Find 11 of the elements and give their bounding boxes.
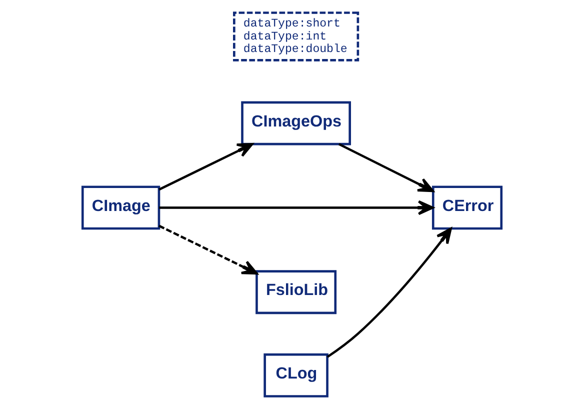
arrow	[338, 143, 434, 192]
arrow	[158, 143, 254, 191]
arrow	[326, 228, 452, 358]
arrow	[159, 200, 434, 216]
node-box: CError	[432, 186, 503, 230]
node-box: dataType:short dataType:int dataType:double	[233, 12, 360, 62]
node-box: CImage	[81, 186, 160, 230]
node-box: CLog	[264, 353, 328, 398]
node-box: CImageOps	[241, 101, 351, 146]
arrow	[158, 224, 258, 275]
node-box: FslioLib	[256, 270, 337, 314]
